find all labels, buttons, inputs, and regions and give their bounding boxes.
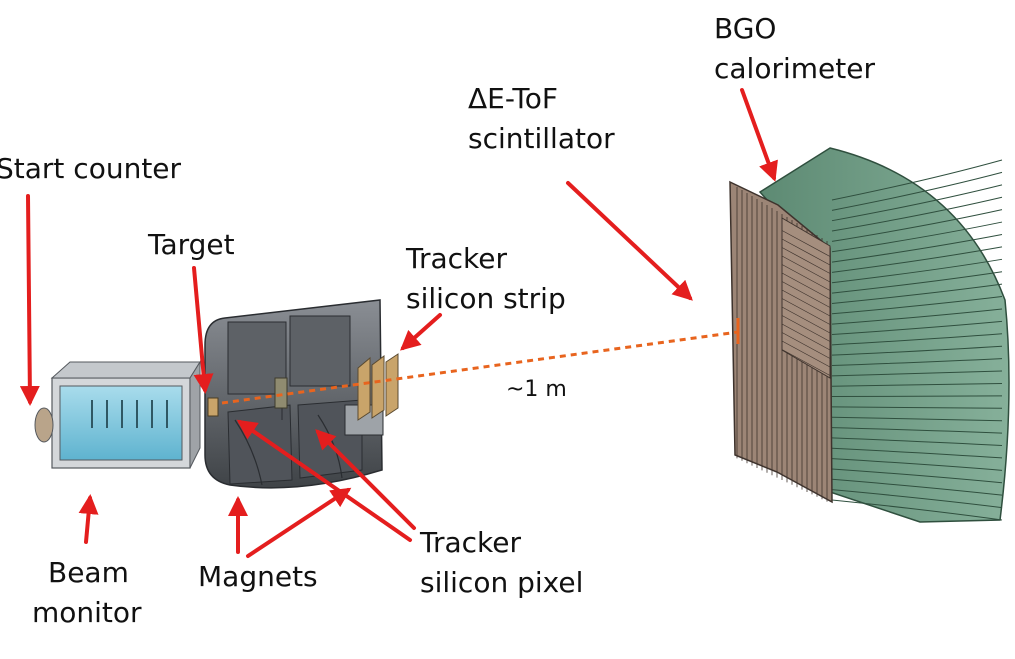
bgo-arrow: [740, 88, 778, 182]
beam-monitor-arrow: [78, 494, 99, 544]
calorimeter-crystal-row: [831, 468, 1003, 484]
distance-label: ~1 m: [506, 377, 567, 402]
calorimeter-crystal-row: [831, 283, 1003, 304]
scintillator-bar: [781, 272, 831, 300]
calorimeter-crystal-row: [831, 382, 1003, 387]
scintillator-bar: [781, 332, 831, 359]
target-label: Target: [147, 228, 235, 261]
scintillator-bar: [781, 230, 831, 257]
calorimeter-crystal-row: [831, 370, 1003, 377]
calorimeter-crystal-row: [831, 395, 1003, 398]
beam-monitor-label-line2: monitor: [32, 596, 142, 629]
bgo-label-line2: calorimeter: [714, 52, 875, 85]
tracker-pixel-label-line1: Tracker: [419, 526, 521, 559]
scintillator-wall: [729, 180, 833, 504]
tracker-strip-label-line2: silicon strip: [406, 282, 566, 315]
tracker-pixel-arrow-1: [236, 419, 412, 542]
magnets-label: Magnets: [198, 560, 318, 593]
scintillator-arrow: [566, 181, 693, 301]
tracker-pixel-label-line2: silicon pixel: [420, 566, 583, 599]
silicon-strip-planes: [357, 353, 399, 421]
scintillator-label-line2: scintillator: [468, 122, 615, 155]
tracker-strip-label-line1: Tracker: [405, 242, 507, 275]
beam-monitor: [34, 360, 201, 469]
scintillator-bar: [781, 298, 831, 325]
scintillator-bar: [781, 255, 831, 283]
start-counter-label: Start counter: [0, 152, 182, 185]
calorimeter-crystal-row: [831, 320, 1003, 335]
calorimeter-crystal-row: [831, 221, 1003, 253]
beam-monitor-label-line1: Beam: [48, 556, 129, 589]
calorimeter-crystal-row: [831, 447, 1003, 459]
beam-path: [221, 330, 739, 405]
calorimeter-crystal-row: [831, 171, 1003, 211]
calorimeter-crystal-row: [831, 427, 1003, 434]
scintillator-bar: [781, 315, 831, 342]
scintillator-bar: [781, 340, 831, 368]
calorimeter-crystal-row: [831, 345, 1003, 356]
scintillator-bar: [781, 306, 831, 334]
target-assembly: [207, 377, 288, 417]
calorimeter-crystal-row: [831, 478, 1003, 496]
calorimeter-crystal-row: [831, 489, 1003, 509]
calorimeter-crystal-row: [831, 196, 1003, 232]
scintillator-bar: [781, 349, 831, 376]
bgo-label-line1: BGO: [714, 12, 776, 45]
calorimeter-crystal-row: [831, 358, 1003, 367]
calorimeter-crystal-row: [831, 296, 1003, 315]
scintillator-bar: [781, 247, 831, 274]
start-counter-disk: [34, 407, 54, 443]
scintillator-label-line1: ΔE-ToF: [468, 82, 558, 115]
calorimeter-crystal-row: [831, 258, 1003, 284]
scintillator-bar: [781, 289, 831, 317]
calorimeter-crystal-row: [831, 246, 1003, 273]
scintillator-bar: [781, 323, 831, 351]
calorimeter-crystal-row: [831, 458, 1003, 471]
calorimeter-crystal-row: [831, 271, 1003, 294]
calorimeter-crystal-row: [831, 406, 1003, 409]
target-arrow: [192, 266, 214, 394]
calorimeter-crystal-row: [831, 333, 1003, 346]
calorimeter-crystal-row: [831, 209, 1003, 242]
calorimeter-crystal-row: [831, 159, 1003, 201]
calorimeter-crystal-row: [831, 184, 1003, 222]
calorimeter-crystal-row: [831, 308, 1003, 325]
scintillator-bar: [781, 264, 831, 291]
calorimeter-crystal-row: [831, 416, 1003, 422]
calorimeter-crystal-row: [831, 437, 1003, 447]
tracker-pixel-arrow-2: [315, 429, 416, 530]
start-counter-arrow: [19, 194, 40, 406]
calorimeter-crystal-row: [831, 233, 1003, 263]
calorimeter-crystal-row: [831, 499, 1003, 521]
tracker-strip-arrow: [400, 313, 442, 351]
scintillator-bar: [781, 281, 831, 308]
magnets-arrow-right: [246, 487, 352, 558]
scintillator-bar: [781, 238, 831, 266]
